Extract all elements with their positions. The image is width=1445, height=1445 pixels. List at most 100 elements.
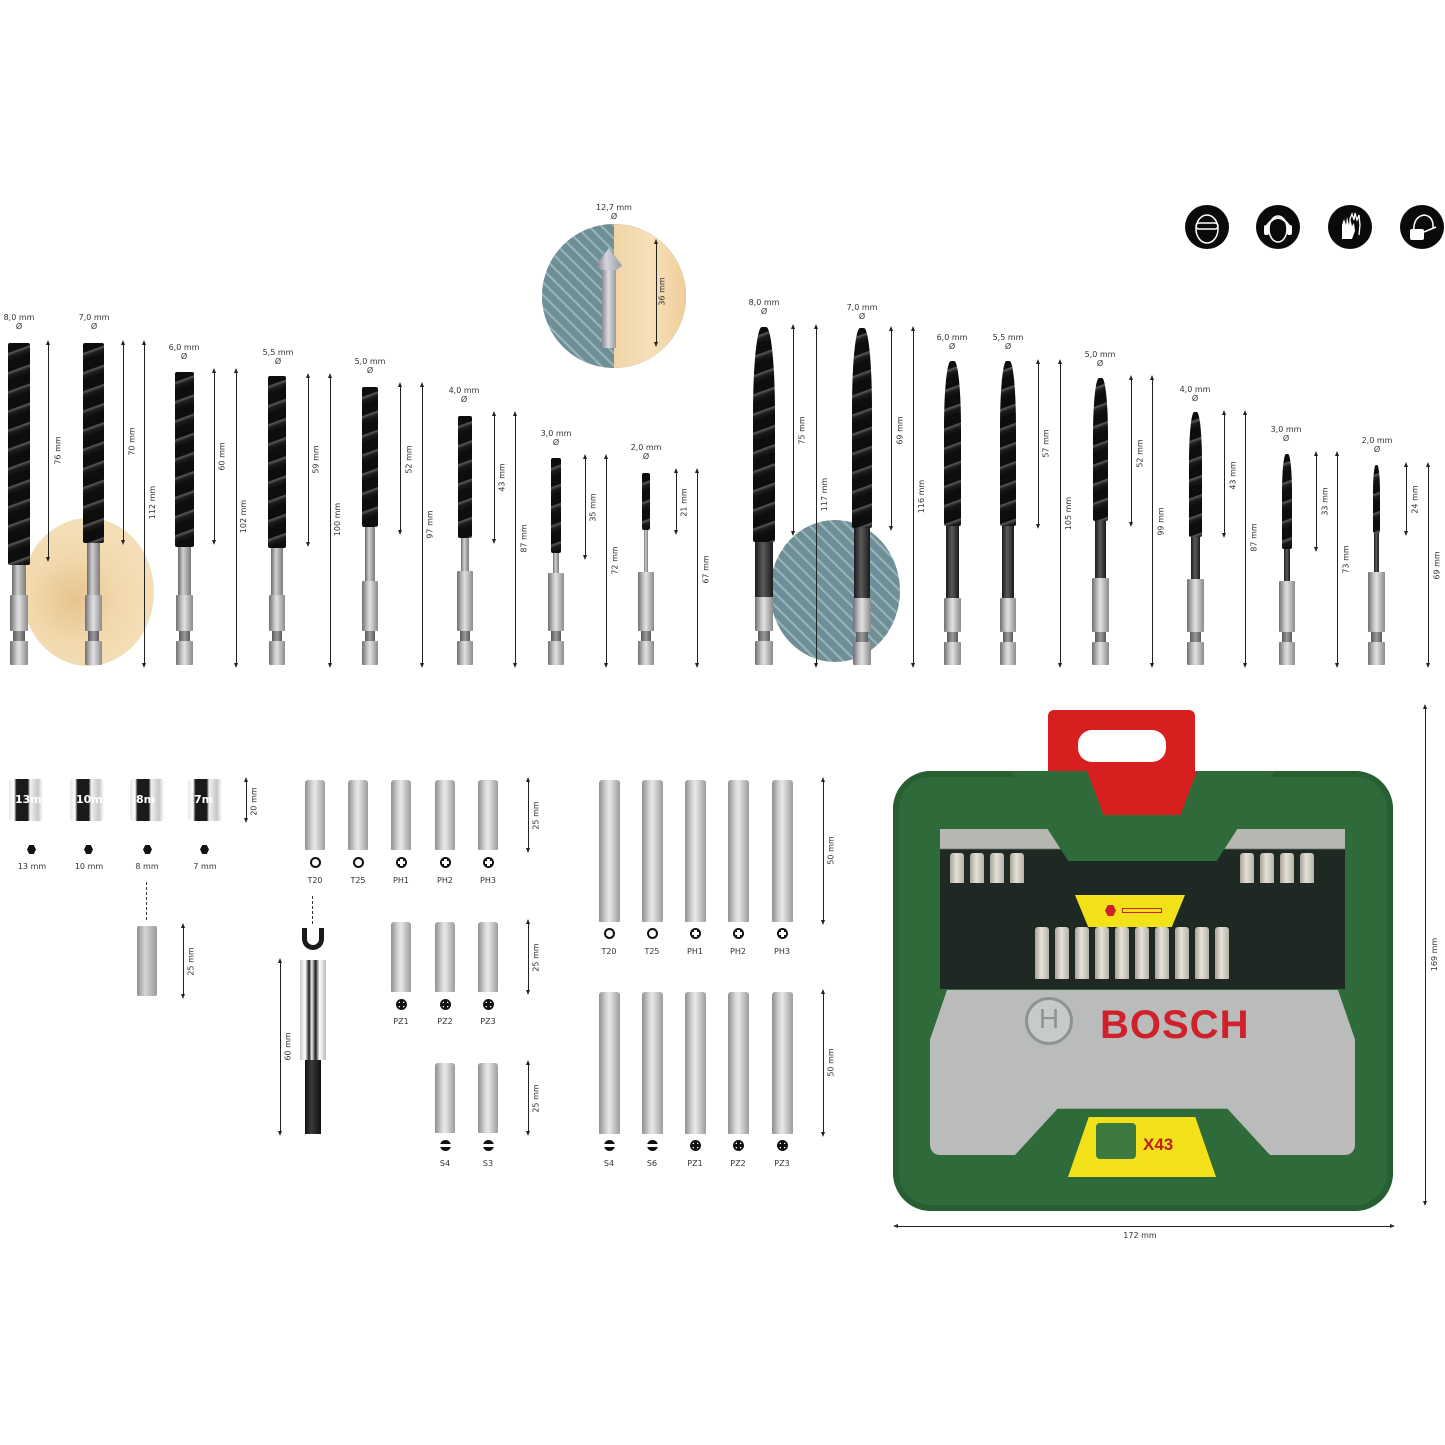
bit-t20-50mm [599,780,620,922]
total-length-arrow [695,468,699,668]
bit-length-label: 50 mm [826,1048,836,1077]
socket-adapter [137,926,157,996]
bit-pz2-50mm [728,992,749,1134]
bit-holder-icon [1122,908,1162,913]
wood-drill-5-5mm [268,376,286,665]
flute-length-label: 43 mm [497,463,507,492]
bit-ph3-25mm [478,780,498,850]
slotted-icon [483,1140,494,1151]
bit-s3-25mm [478,1063,498,1133]
flute-length-arrow [212,368,216,545]
case-width-arrow [893,1224,1395,1228]
flute-length-arrow [1036,359,1040,529]
bit-length-arrow [526,1060,530,1136]
case-bit [1035,927,1049,979]
holder-length-label: 60 mm [283,1032,293,1061]
bit-s4-50mm [599,992,620,1134]
respiratory-protection-icon [1400,205,1444,249]
case-bit [1260,853,1274,883]
bit-holder-sleeve [300,960,326,1060]
phillips-icon [396,857,407,868]
flute-length-arrow [1129,375,1133,527]
case-bit [1010,853,1024,883]
case-bit [1215,927,1229,979]
bit-ph1-50mm [685,780,706,922]
total-length-arrow [234,368,238,668]
metal-drill-3mm [1279,454,1295,665]
case-bottom-label [1068,1117,1216,1177]
socket-10mm: 10m [70,779,104,821]
flute-length-arrow [306,373,310,547]
holder-length-arrow [278,958,282,1136]
socket-size-label: 8 mm [135,862,159,871]
bit-pz3-50mm [772,992,793,1134]
bit-label: S6 [646,1159,658,1168]
material-disc-metal-wood [542,224,686,368]
socket-height-arrow [244,777,248,823]
hex-icon [84,845,93,854]
socket-height-label: 20 mm [249,787,259,816]
flute-length-arrow [1404,462,1408,536]
bit-holder-shank [305,1060,321,1134]
wood-drill-7mm [83,343,104,665]
bit-ph2-25mm [435,780,455,850]
bit-ph1-25mm [391,780,411,850]
case-handle-base [1087,771,1197,815]
bit-label: PH2 [437,876,453,885]
case-bit [1300,853,1314,883]
flute-length-arrow [674,468,678,535]
case-bit [970,853,984,883]
flute-length-arrow [1314,451,1318,552]
case-bit [1115,927,1129,979]
flute-length-label: 52 mm [1135,439,1145,468]
pozidriv-icon [733,1140,744,1151]
bit-pz2-25mm [435,922,455,992]
flute-length-arrow [121,340,125,545]
flute-length-label: 70 mm [127,427,137,456]
bit-length-label: 25 mm [531,943,541,972]
flute-length-label: 43 mm [1228,461,1238,490]
total-length-label: 87 mm [519,524,529,553]
total-length-arrow [1426,462,1430,668]
wood-drill-2mm [638,473,654,665]
bosch-logo-icon [1025,997,1073,1045]
case-height-label: 169 mm [1430,937,1440,972]
slotted-icon [440,1140,451,1151]
brand-name: BOSCH [1100,1003,1250,1047]
bit-label: PH1 [393,876,409,885]
total-length-arrow [142,340,146,668]
wood-drill-6mm [175,372,194,665]
torx-icon [310,857,321,868]
metal-drill-4mm [1187,412,1204,665]
holder-connector-line [312,896,313,924]
total-length-label: 116 mm [917,479,927,514]
pozidriv-icon [777,1140,788,1151]
total-length-label: 117 mm [820,477,830,512]
bit-label: PH3 [480,876,496,885]
total-length-label: 102 mm [239,499,249,534]
product-case: BOSCH X43 [890,705,1395,1215]
bit-label: PZ1 [687,1159,703,1168]
case-top-label [1075,895,1185,927]
socket-size-label: 13 mm [17,862,47,871]
metal-material-disc [770,520,900,662]
total-length-arrow [1243,410,1247,668]
total-length-arrow [604,454,608,668]
hand-protection-icon [1328,205,1372,249]
flute-length-arrow [583,454,587,560]
bit-pz3-25mm [478,922,498,992]
phillips-icon [483,857,494,868]
eye-protection-icon [1185,205,1229,249]
phillips-icon [777,928,788,939]
bit-s4-25mm [435,1063,455,1133]
flute-length-label: 76 mm [53,436,63,465]
total-length-arrow [328,373,332,668]
total-length-arrow [1058,359,1062,668]
